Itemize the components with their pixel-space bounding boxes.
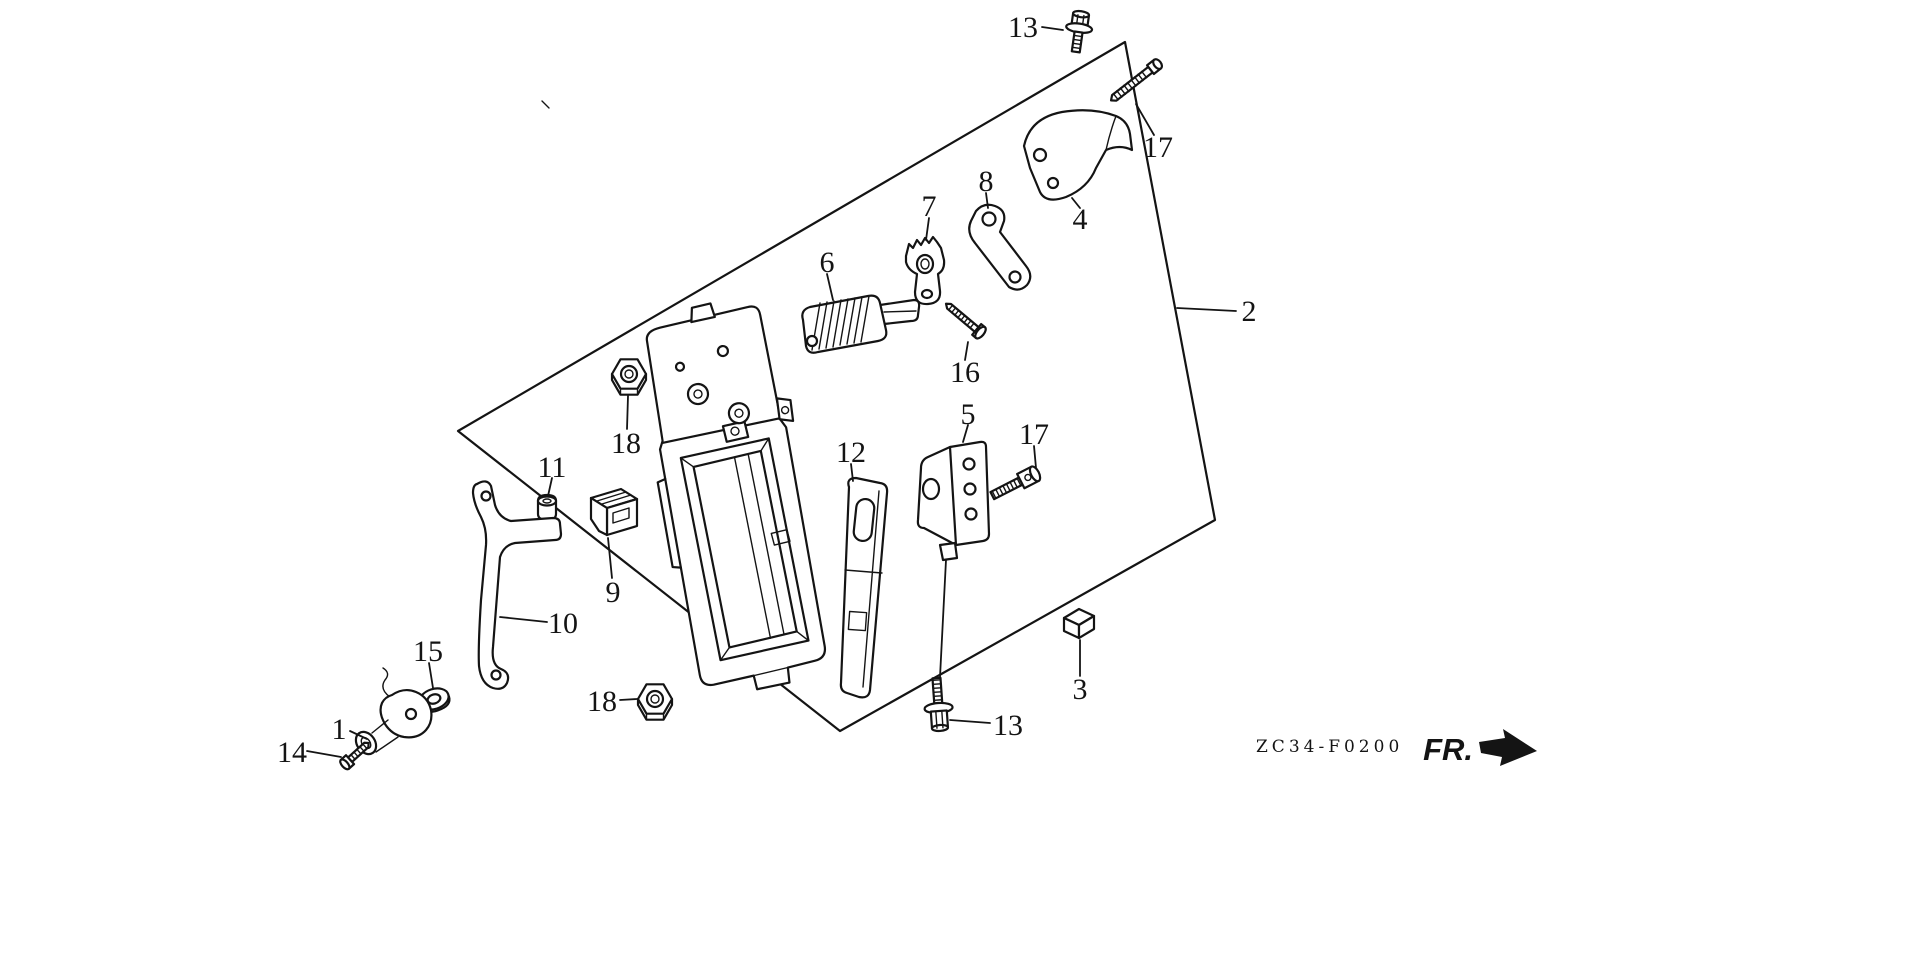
callout-10: 10 xyxy=(548,607,578,640)
callout-13-top: 13 xyxy=(1008,11,1038,44)
fr-label: FR. xyxy=(1423,732,1473,767)
callout-8: 8 xyxy=(979,165,994,198)
part-13-flange-bolt-bottom xyxy=(923,676,954,733)
callout-3: 3 xyxy=(1073,673,1088,706)
callout-17-top: 17 xyxy=(1143,131,1173,164)
callout-2: 2 xyxy=(1242,295,1257,328)
callout-12: 12 xyxy=(836,436,866,469)
callout-18-bottom: 18 xyxy=(587,685,617,718)
callout-5: 5 xyxy=(961,398,976,431)
part-12-side-plate xyxy=(839,476,889,699)
part-18-nut-upper xyxy=(610,358,648,396)
part-14-bolt xyxy=(339,741,370,771)
part-4-bracket xyxy=(1022,109,1134,201)
callout-11: 11 xyxy=(538,451,567,484)
callout-7: 7 xyxy=(922,190,937,223)
part-17-bolt-mid xyxy=(989,465,1042,501)
part-13-flange-bolt-top xyxy=(1065,9,1094,54)
main-housing-panel xyxy=(645,302,827,691)
part-5-bracket xyxy=(916,440,991,562)
callout-1: 1 xyxy=(332,713,347,746)
leader-lines xyxy=(306,26,1237,758)
callout-18-top: 18 xyxy=(611,427,641,460)
part-18-nut-lower xyxy=(636,683,674,721)
part-7-stay xyxy=(904,235,946,306)
callout-13-bottom: 13 xyxy=(993,709,1023,742)
part-17-screw-top xyxy=(1109,58,1164,102)
callout-15: 15 xyxy=(413,635,443,668)
part-16-screw xyxy=(944,302,987,340)
callout-4: 4 xyxy=(1073,203,1088,236)
fr-direction-indicator: FR. xyxy=(1423,729,1537,767)
part-8-link-plate xyxy=(968,203,1032,291)
diagram-code: ZC34-F0200 xyxy=(1256,737,1403,757)
part-3-clip xyxy=(1062,607,1096,640)
callout-14: 14 xyxy=(277,736,307,769)
part-9-block xyxy=(589,487,639,537)
callout-9: 9 xyxy=(606,576,621,609)
callout-17-mid: 17 xyxy=(1019,418,1049,451)
fr-arrow-icon xyxy=(1479,729,1537,766)
callout-16: 16 xyxy=(950,356,980,389)
part-10-lever-arm xyxy=(471,480,563,690)
part-11-collar xyxy=(536,493,558,522)
callout-6: 6 xyxy=(820,246,835,279)
part-6-lever xyxy=(801,294,921,354)
tick-mark xyxy=(541,100,550,109)
